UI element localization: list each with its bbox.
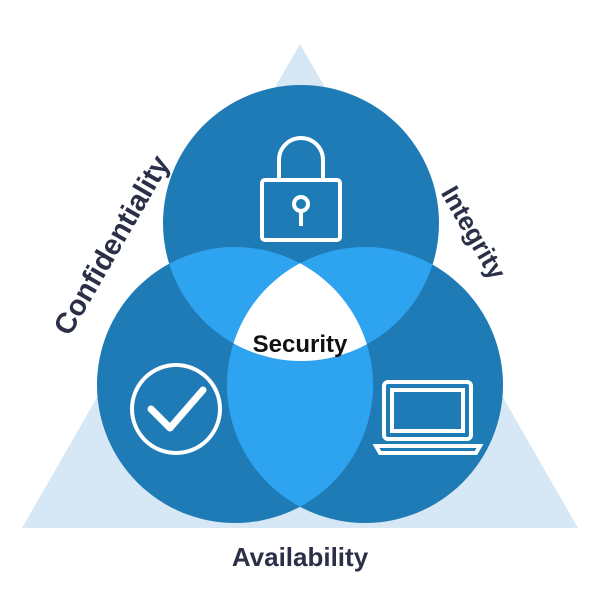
laptop-icon xyxy=(372,380,484,455)
center-label-security: Security xyxy=(253,331,348,358)
checkmark-circle-icon xyxy=(130,363,222,455)
label-integrity: Integrity xyxy=(435,181,513,285)
label-availability: Availability xyxy=(232,542,369,572)
center-overlap xyxy=(227,247,373,361)
lock-icon xyxy=(260,136,342,242)
